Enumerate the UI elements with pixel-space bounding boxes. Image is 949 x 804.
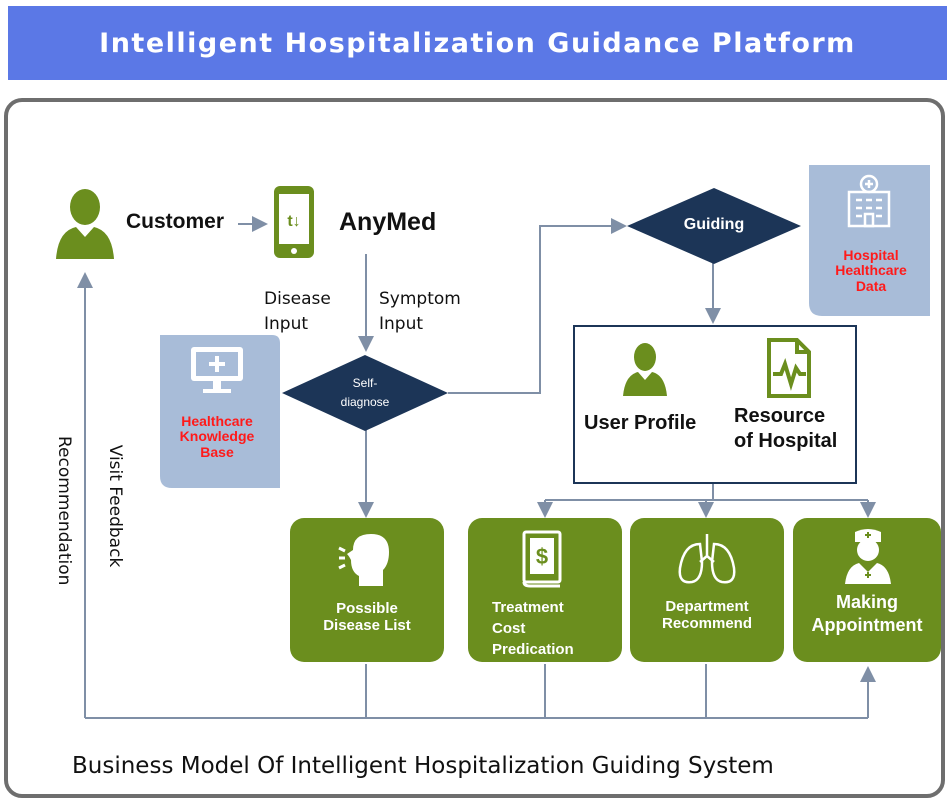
knowledge-base-label: Healthcare Knowledge Base [179, 413, 255, 460]
recommendation-label: Recommendation [54, 436, 74, 586]
hospital-data-panel [809, 165, 930, 316]
lungs-icon [678, 534, 736, 584]
resource-of-hospital-label: Resource of Hospital [734, 405, 838, 452]
department-recommend-label: Department Recommend [661, 598, 753, 633]
card-possible-disease [290, 518, 444, 662]
customer-icon [56, 189, 114, 259]
visit-feedback-label: Visit Feedback [105, 444, 125, 568]
customer-label: Customer [126, 210, 225, 233]
phone-icon: t↓ [274, 186, 314, 258]
page-title: Intelligent Hospitalization Guidance Pla… [99, 27, 856, 59]
symptom-input-label: Symptom Input [379, 289, 461, 334]
possible-disease-label: Possible Disease List [323, 600, 411, 635]
monitor-icon [191, 347, 243, 393]
card-department [630, 518, 784, 662]
diagram-frame [4, 98, 945, 798]
card-appointment [793, 518, 941, 662]
treatment-cost-label: Treatment Cost Predication [492, 599, 574, 658]
self-diagnose-diamond [282, 355, 448, 431]
speaking-head-icon [338, 534, 389, 586]
self-diagnose-label: Self- diagnose [340, 376, 390, 409]
hospital-data-label: Hospital Healthcare Data [835, 247, 907, 294]
page-header: Intelligent Hospitalization Guidance Pla… [8, 6, 947, 80]
disease-input-label: Disease Input [264, 289, 331, 334]
nurse-icon [845, 529, 891, 584]
user-profile-label: User Profile [584, 412, 697, 434]
card-treatment-cost [468, 518, 622, 662]
cost-book-icon: $ [522, 530, 562, 588]
diagram-caption: Business Model Of Intelligent Hospitaliz… [72, 753, 774, 779]
making-appointment-label: Making Appointment [811, 592, 923, 635]
guiding-label: Guiding [683, 216, 745, 233]
anymed-label: AnyMed [339, 208, 437, 236]
document-chart-icon [767, 338, 811, 398]
guiding-diamond [627, 188, 801, 264]
svg-text:$: $ [536, 544, 548, 569]
svg-text:t↓: t↓ [287, 213, 300, 230]
user-profile-icon [623, 343, 667, 396]
knowledge-base-panel [160, 335, 280, 488]
hospital-icon [847, 174, 891, 228]
